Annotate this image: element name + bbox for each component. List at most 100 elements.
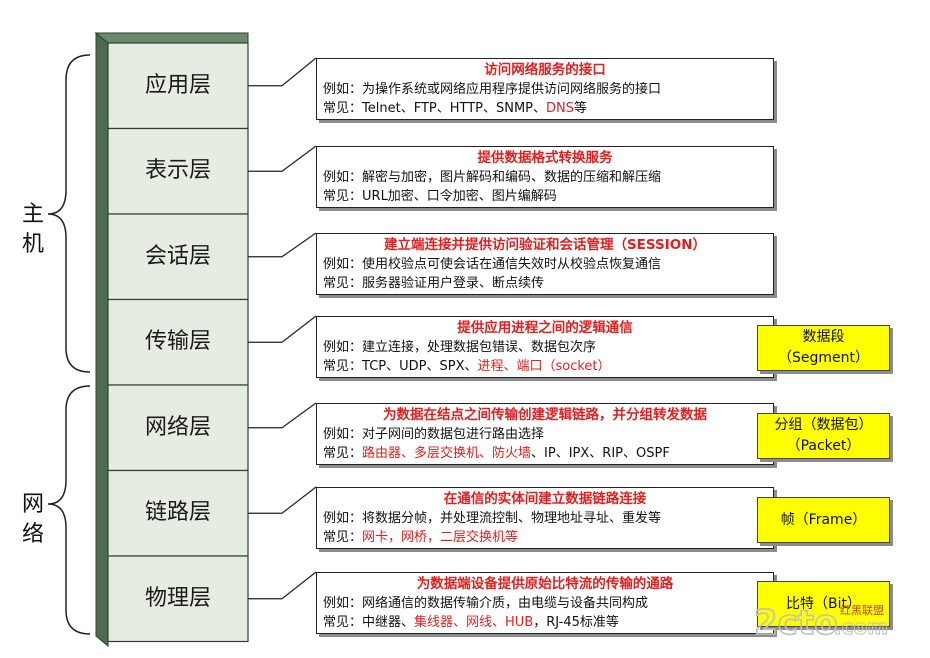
common-text: URL加密、口令加密、图片编解码 bbox=[362, 189, 557, 204]
common-text: 中继器、 bbox=[362, 615, 415, 630]
connector-line bbox=[248, 315, 317, 343]
data-unit-box: 分组（数据包） （Packet） bbox=[757, 413, 890, 459]
layer-description-box: 为数据在结点之间传输创建逻辑链路，并分组转发数据例如：对子网间的数据包进行路由选… bbox=[316, 403, 774, 465]
layer-title: 为数据在结点之间传输创建逻辑链路，并分组转发数据 bbox=[383, 407, 707, 423]
watermark-suffix: .com bbox=[834, 615, 888, 639]
example-prefix: 例如： bbox=[323, 82, 363, 97]
layer-description-box: 在通信的实体间建立数据链路连接例如：将数据分帧，并处理流控制、物理地址寻址、重发… bbox=[316, 487, 774, 549]
unit-line1: 帧（Frame） bbox=[780, 511, 867, 528]
layer-name: 链路层 bbox=[144, 500, 211, 526]
connector-line bbox=[248, 486, 317, 514]
tower-side bbox=[95, 31, 109, 648]
example-text: 网络通信的数据传输介质，由电缆与设备共同构成 bbox=[362, 596, 649, 611]
common-highlight: 集线器、网线、HUB bbox=[414, 615, 534, 630]
common-text: 服务器验证用户登录、断点续传 bbox=[362, 276, 545, 291]
group-label-host: 主机 bbox=[21, 202, 44, 257]
layer-title: 提供数据格式转换服务 bbox=[477, 150, 613, 166]
layer-name: 网络层 bbox=[144, 414, 211, 440]
common-prefix: 常见： bbox=[323, 101, 363, 116]
example-prefix: 例如： bbox=[323, 427, 363, 442]
common-prefix: 常见： bbox=[323, 189, 363, 204]
example-line: 例如：网络通信的数据传输介质，由电缆与设备共同构成 bbox=[323, 594, 767, 613]
common-prefix: 常见： bbox=[323, 276, 363, 291]
example-text: 建立连接，处理数据包错误、数据包次序 bbox=[362, 340, 597, 355]
common-line: 常见：路由器、多层交换机、防火墙、IP、IPX、RIP、OSPF bbox=[323, 444, 767, 463]
layer-title: 访问网络服务的接口 bbox=[484, 62, 606, 78]
example-prefix: 例如： bbox=[323, 257, 363, 272]
common-line: 常见：URL加密、口令加密、图片编解码 bbox=[323, 187, 767, 206]
layer-title: 建立端连接并提供访问验证和会话管理（SESSION） bbox=[383, 237, 707, 253]
common-tail: ，RJ-45标准等 bbox=[533, 615, 619, 630]
layer-description-box: 为数据端设备提供原始比特流的传输的通路例如：网络通信的数据传输介质，由电缆与设备… bbox=[316, 572, 774, 634]
common-tail: 、IP、IPX、RIP、OSPF bbox=[531, 446, 670, 461]
common-highlight: 进程、端口（socket） bbox=[477, 359, 611, 374]
unit-line1: 比特（Bit） bbox=[786, 595, 861, 612]
connector-line bbox=[248, 145, 317, 172]
example-prefix: 例如： bbox=[323, 511, 363, 526]
unit-line1: 分组（数据包） bbox=[774, 417, 873, 433]
layer-block bbox=[107, 555, 249, 643]
tower-top bbox=[94, 32, 249, 44]
layer-name: 传输层 bbox=[144, 329, 211, 355]
common-line: 常见：网卡，网桥，二层交换机等 bbox=[323, 528, 767, 547]
example-line: 例如：解密与加密，图片解码和编码、数据的压缩和解压缩 bbox=[323, 168, 767, 187]
watermark-sub: 红黑联盟 bbox=[840, 604, 884, 617]
common-prefix: 常见： bbox=[323, 446, 363, 461]
common-line: 常见：中继器、集线器、网线、HUB，RJ-45标准等 bbox=[323, 613, 767, 632]
common-prefix: 常见： bbox=[323, 359, 363, 374]
common-highlight: 网卡，网桥，二层交换机等 bbox=[362, 530, 519, 545]
example-text: 对子网间的数据包进行路由选择 bbox=[362, 427, 545, 442]
example-prefix: 例如： bbox=[323, 596, 363, 611]
layer-description-box: 访问网络服务的接口例如：为操作系统或网络应用程序提供访问网络服务的接口常见：Te… bbox=[316, 58, 774, 120]
common-line: 常见：Telnet、FTP、HTTP、SNMP、DNS等 bbox=[323, 99, 767, 118]
layer-name: 会话层 bbox=[144, 243, 211, 269]
example-line: 例如：对子网间的数据包进行路由选择 bbox=[323, 425, 767, 444]
example-prefix: 例如： bbox=[323, 340, 363, 355]
common-line: 常见：服务器验证用户登录、断点续传 bbox=[323, 274, 767, 293]
layer-name: 应用层 bbox=[144, 72, 211, 98]
common-highlight: 路由器、多层交换机、防火墙 bbox=[362, 446, 532, 461]
unit-line2: （Segment） bbox=[778, 350, 869, 366]
layer-blocks bbox=[107, 42, 249, 643]
common-prefix: 常见： bbox=[323, 615, 363, 630]
example-prefix: 例如： bbox=[323, 170, 363, 185]
layer-description-box: 建立端连接并提供访问验证和会话管理（SESSION） 例如：使用校验点可使会话在通… bbox=[316, 233, 774, 295]
common-prefix: 常见： bbox=[323, 530, 363, 545]
host-brace bbox=[47, 54, 91, 373]
network-brace bbox=[47, 385, 91, 635]
connector-line bbox=[248, 57, 317, 87]
unit-line2: （Packet） bbox=[786, 438, 861, 454]
layer-description-box: 提供应用进程之间的逻辑通信例如：建立连接，处理数据包错误、数据包次序常见：TCP… bbox=[316, 316, 774, 378]
connector-line bbox=[248, 402, 317, 429]
example-text: 为操作系统或网络应用程序提供访问网络服务的接口 bbox=[362, 82, 662, 97]
common-highlight: DNS bbox=[546, 101, 575, 116]
unit-line1: 数据段 bbox=[802, 329, 845, 345]
layer-name: 物理层 bbox=[144, 585, 211, 611]
data-unit-box: 比特（Bit） bbox=[757, 581, 890, 627]
layer-title: 为数据端设备提供原始比特流的传输的通路 bbox=[416, 576, 674, 592]
common-line: 常见：TCP、UDP、SPX、进程、端口（socket） bbox=[323, 357, 767, 376]
connectors bbox=[248, 57, 317, 600]
example-line: 例如：使用校验点可使会话在通信失效时从校验点恢复通信 bbox=[323, 255, 767, 274]
watermark-main: 2cto bbox=[754, 603, 837, 642]
layer-title: 提供应用进程之间的逻辑通信 bbox=[457, 320, 633, 336]
example-text: 解密与加密，图片解码和编码、数据的压缩和解压缩 bbox=[362, 170, 662, 185]
layer-description-box: 提供数据格式转换服务例如：解密与加密，图片解码和编码、数据的压缩和解压缩常见：U… bbox=[316, 146, 774, 208]
connector-line bbox=[248, 571, 317, 600]
layer-block bbox=[107, 384, 249, 472]
common-text: Telnet、FTP、HTTP、SNMP、 bbox=[362, 101, 547, 116]
example-line: 例如：建立连接，处理数据包错误、数据包次序 bbox=[323, 338, 767, 357]
connector-line bbox=[248, 232, 317, 258]
common-text: TCP、UDP、SPX、 bbox=[362, 359, 478, 374]
layer-block bbox=[107, 298, 249, 386]
data-unit-box: 数据段 （Segment） bbox=[757, 325, 890, 371]
layer-title: 在通信的实体间建立数据链路连接 bbox=[443, 491, 647, 507]
example-line: 例如：将数据分帧，并处理流控制、物理地址寻址、重发等 bbox=[323, 509, 767, 528]
layer-name: 表示层 bbox=[144, 158, 211, 184]
example-text: 使用校验点可使会话在通信失效时从校验点恢复通信 bbox=[362, 257, 662, 272]
example-text: 将数据分帧，并处理流控制、物理地址寻址、重发等 bbox=[362, 511, 662, 526]
watermark-logo: 2cto .com 红黑联盟 bbox=[753, 602, 888, 642]
example-line: 例如：为操作系统或网络应用程序提供访问网络服务的接口 bbox=[323, 80, 767, 99]
